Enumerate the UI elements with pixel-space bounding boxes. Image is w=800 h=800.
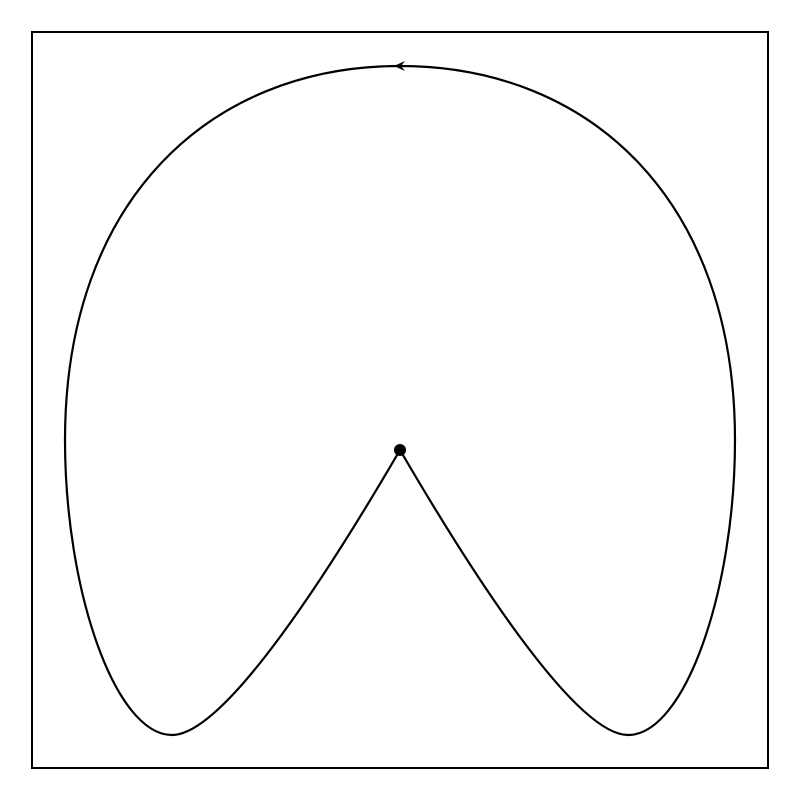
direction-arrow-icon: [394, 61, 405, 71]
center-point: [394, 444, 406, 456]
frame-border: [31, 31, 769, 769]
